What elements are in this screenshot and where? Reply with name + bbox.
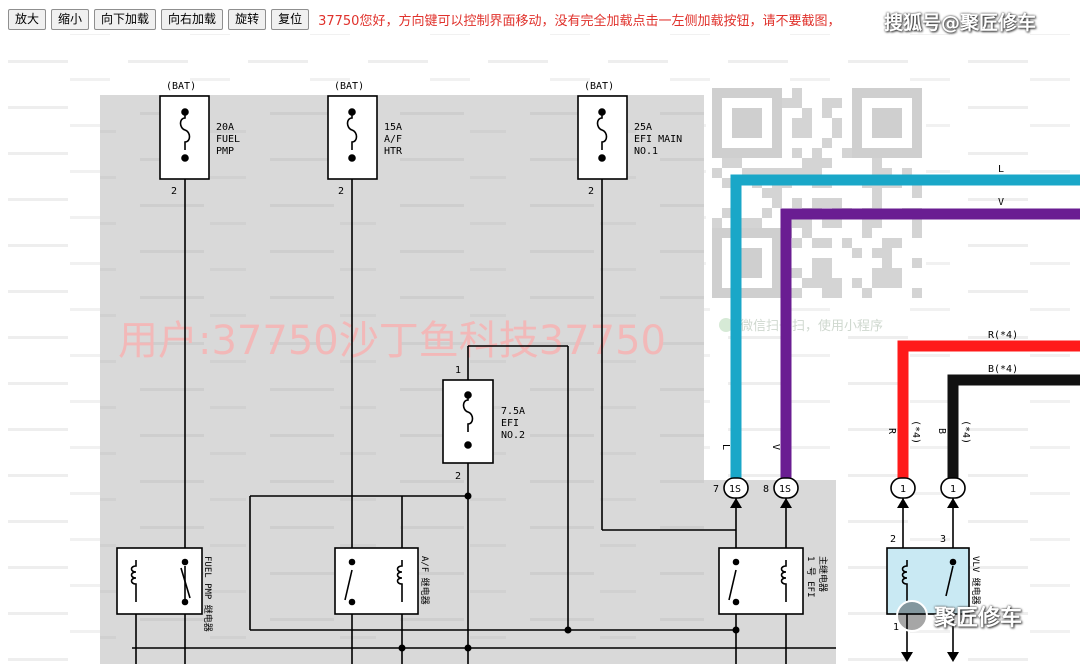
toolbar: 放大 缩小 向下加载 向右加载 旋转 复位 37750您好，方向键可以控制界面移… [8,8,840,30]
vlv-pin3: 3 [940,534,946,545]
wechat-logo-icon [896,600,928,632]
fuse1-name1: FUEL [216,134,240,145]
load-right-button[interactable]: 向右加载 [161,8,224,30]
relay-efi-label2: 主继电器 [817,556,829,592]
wire-vlabel-V: V [770,444,781,450]
user-watermark: 用户:37750沙丁鱼科技37750 [118,318,666,364]
fuse-fuel-pmp[interactable] [159,95,210,180]
wire-V-violet [780,208,1080,486]
vlv-pin1: 1 [893,622,899,633]
fuse1-rating: 20A [216,122,234,133]
vlv-pin2: 2 [890,534,896,545]
connector-b[interactable] [940,477,966,499]
wire-label-B: B(*4) [988,364,1018,375]
connector-1s-8[interactable] [773,477,799,499]
wire-vlabel-R: R [886,428,897,435]
relay-efi-main[interactable] [718,547,804,615]
relay-fuel-pmp[interactable] [116,547,203,615]
fuse1-source: (BAT) [166,81,196,92]
wire-label-L: L [998,164,1004,175]
fuse1-name2: PMP [216,146,234,157]
fuse2-pin: 2 [338,186,344,197]
connector-r[interactable] [890,477,916,499]
brand-watermark-top: 搜狐号@聚匠修车 [884,12,1037,34]
relay-af[interactable] [334,547,419,615]
fuse-efi-no2[interactable] [442,379,494,464]
zoom-in-button[interactable]: 放大 [8,8,47,30]
junctions [398,492,740,652]
fuse3-pin: 2 [588,186,594,197]
connector-7-pin: 7 [713,484,719,495]
fuse-af-htr[interactable] [327,95,378,180]
load-down-button[interactable]: 向下加载 [94,8,157,30]
fuse-efi-main[interactable] [577,95,628,180]
wire-L-cyan [730,174,1080,486]
wire-vlabel-B: B [936,428,947,434]
fuse4-top-pin: 1 [455,365,461,376]
fuse2-source: (BAT) [334,81,364,92]
connector-r-label: 1 [900,484,906,495]
reset-button[interactable]: 复位 [271,8,310,30]
fuse4-name1: EFI [501,418,519,429]
qr-caption: 微信扫一扫，使用小程序 [740,318,883,334]
wire-vlabel-L: L [720,444,731,450]
wire-R-red [897,340,1080,486]
fuse1-pin: 2 [171,186,177,197]
rotate-button[interactable]: 旋转 [228,8,267,30]
fuse2-name2: HTR [384,146,403,157]
fuse2-rating: 15A [384,122,402,133]
relay-vlv-label: VLV 继电器 [970,556,982,605]
fuse3-name2: NO.1 [634,146,658,157]
wechat-icon [719,318,733,332]
wire-label-V: V [998,197,1004,208]
fuse4-pin: 2 [455,471,461,482]
connector-b-label: 1 [950,484,956,495]
relay-af-label: A/F 继电器 [419,556,431,605]
connector-8-label: 1S [779,484,791,495]
connector-8-pin: 8 [763,484,769,495]
notice-text: 37750您好，方向键可以控制界面移动，没有完全加载点击一左侧加载按钮，请不要截… [318,13,841,29]
fuse4-rating: 7.5A [501,406,525,417]
zoom-out-button[interactable]: 缩小 [51,8,90,30]
relay-fuel-pmp-label: FUEL PMP 继电器 [202,556,214,632]
wire-B-black [947,374,1080,486]
fuse4-name2: NO.2 [501,430,525,441]
wire-label-R: R(*4) [988,330,1018,341]
fuse2-name1: A/F [384,134,402,145]
connector-7-label: 1S [729,484,741,495]
wire-vlabel-B-note: (*4) [960,420,971,444]
relay-efi-label1: 1 号 EFI [805,556,816,598]
brand-watermark-bottom: 聚匠修车 [896,600,1022,632]
fuse3-name1: EFI MAIN [634,134,682,145]
brand-bottom-text: 聚匠修车 [934,606,1023,631]
qr-code: 微信扫一扫，使用小程序 [706,82,926,334]
connector-arrows [730,498,959,662]
connector-1s-7[interactable] [723,477,749,499]
fuse3-rating: 25A [634,122,652,133]
wire-vlabel-R-note: (*4) [910,420,921,444]
fuse3-source: (BAT) [584,81,614,92]
